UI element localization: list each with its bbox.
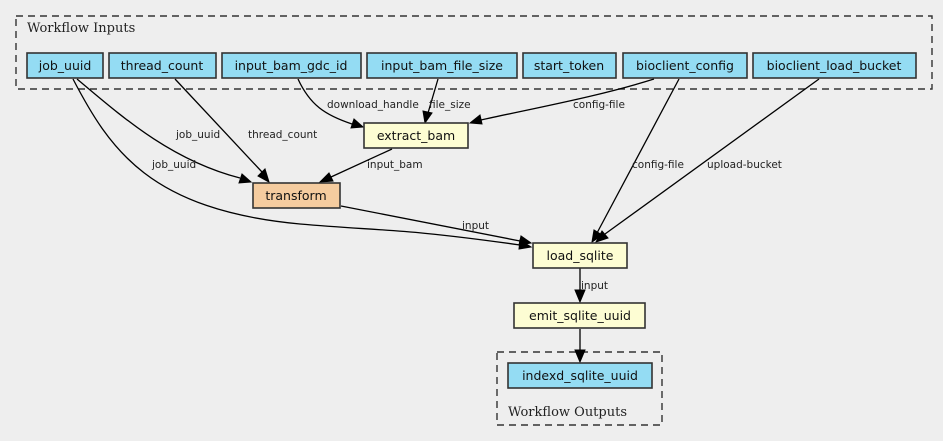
edge-label: download_handle: [327, 99, 419, 111]
edge-label: upload-bucket: [707, 159, 782, 171]
edge-bioclient-config-to-extract-bam: config-file: [468, 78, 655, 125]
edge-extract-bam-to-transform: input_bam: [318, 148, 423, 183]
node-load-sqlite[interactable]: load_sqlite: [532, 242, 628, 269]
edge-emit-sqlite-uuid-to-indexd-sqlite-uuid: [574, 329, 586, 364]
edge-thread-count-to-transform: thread_count: [174, 78, 317, 184]
node-input-bam-gdc-id[interactable]: input_bam_gdc_id: [221, 52, 362, 79]
cluster-workflow-inputs: Workflow Inputs: [15, 15, 933, 90]
svg-text:transform: transform: [265, 188, 326, 203]
node-emit-sqlite-uuid[interactable]: emit_sqlite_uuid: [513, 302, 646, 329]
svg-text:bioclient_load_bucket: bioclient_load_bucket: [767, 58, 902, 73]
node-extract-bam[interactable]: extract_bam: [363, 122, 469, 149]
svg-text:indexd_sqlite_uuid: indexd_sqlite_uuid: [522, 368, 638, 383]
svg-text:extract_bam: extract_bam: [377, 128, 455, 143]
node-bioclient-load-bucket[interactable]: bioclient_load_bucket: [752, 52, 917, 79]
edge-input-bam-file-size-to-extract-bam: file_size: [422, 78, 471, 125]
svg-text:input_bam_gdc_id: input_bam_gdc_id: [235, 58, 348, 73]
node-input-bam-file-size[interactable]: input_bam_file_size: [366, 52, 518, 79]
edge-label: job_uuid: [175, 129, 220, 141]
svg-text:start_token: start_token: [534, 58, 604, 73]
edge-label: input: [581, 280, 608, 292]
svg-text:load_sqlite: load_sqlite: [547, 248, 614, 263]
svg-text:emit_sqlite_uuid: emit_sqlite_uuid: [529, 308, 631, 323]
cluster-label-outputs: Workflow Outputs: [508, 405, 627, 420]
edge-load-sqlite-to-emit-sqlite-uuid: input: [574, 268, 608, 304]
edge-label: job_uuid: [151, 159, 196, 171]
node-thread-count[interactable]: thread_count: [108, 52, 217, 79]
node-transform[interactable]: transform: [252, 182, 341, 209]
svg-text:input_bam_file_size: input_bam_file_size: [381, 58, 503, 73]
node-job-uuid[interactable]: job_uuid: [26, 52, 104, 79]
node-start-token[interactable]: start_token: [522, 52, 617, 79]
edge-label: thread_count: [248, 129, 317, 141]
edge-bioclient-load-bucket-to-load-sqlite: upload-bucket: [594, 78, 820, 243]
svg-text:thread_count: thread_count: [121, 58, 204, 73]
svg-text:job_uuid: job_uuid: [38, 58, 92, 73]
edge-label: config-file: [573, 99, 625, 111]
edge-label: input: [462, 220, 489, 232]
node-bioclient-config[interactable]: bioclient_config: [622, 52, 748, 79]
cluster-label-inputs: Workflow Inputs: [27, 21, 135, 36]
edge-input-bam-gdc-id-to-extract-bam: download_handle: [297, 78, 419, 129]
edge-label: input_bam: [367, 159, 423, 171]
edge-bioclient-config-to-load-sqlite: config-file: [591, 78, 684, 244]
edge-job-uuid-to-transform: job_uuid: [76, 78, 253, 184]
cluster-workflow-outputs: Workflow Outputs: [496, 351, 663, 426]
node-indexd-sqlite-uuid[interactable]: indexd_sqlite_uuid: [507, 362, 653, 389]
edge-label: file_size: [429, 99, 471, 111]
svg-text:bioclient_config: bioclient_config: [636, 58, 734, 73]
edge-transform-to-load-sqlite: input: [340, 205, 533, 246]
edge-label: config-file: [632, 159, 684, 171]
